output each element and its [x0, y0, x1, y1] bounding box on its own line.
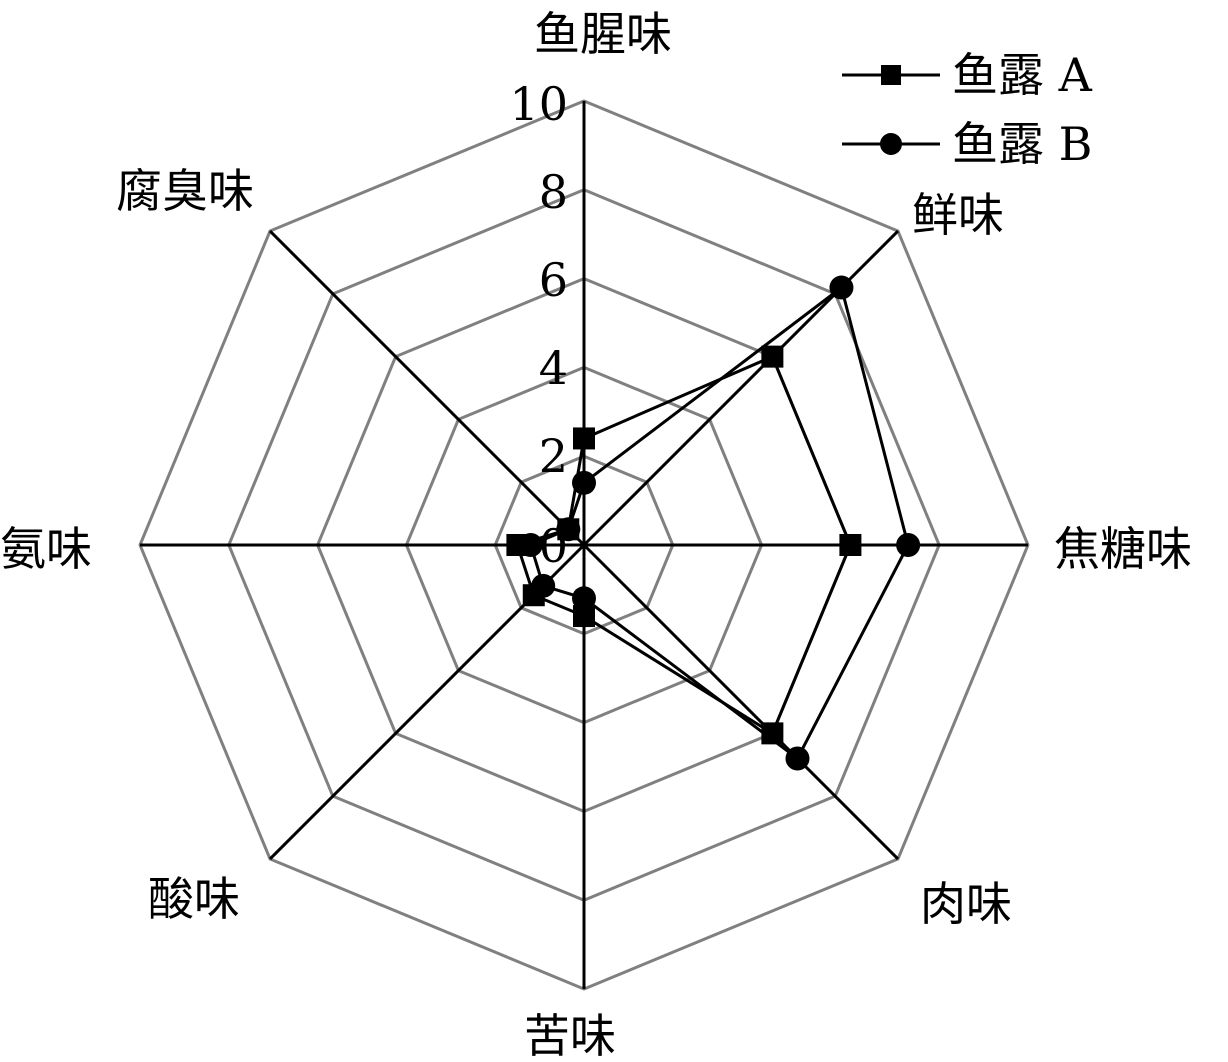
legend-square-marker [881, 65, 901, 85]
series-b-point-7 [556, 517, 581, 542]
tick-label-2: 2 [539, 429, 568, 483]
axis-spoke-7 [268, 229, 586, 547]
series-a-point-2 [839, 534, 862, 556]
series-b-point-4 [572, 586, 596, 611]
axis-label-caramel: 焦糖味 [1054, 522, 1192, 576]
tick-label-6: 6 [539, 253, 568, 307]
tick-layer: 0 2 4 6 8 10 [509, 77, 568, 573]
axis-label-bitter: 苦味 [524, 1009, 616, 1062]
legend-circle-marker [880, 133, 902, 155]
series-b [518, 275, 921, 771]
series-b-point-2 [896, 533, 921, 557]
series-b-point-3 [785, 746, 810, 771]
series-a-point-1 [761, 345, 784, 368]
spoke-layer [140, 101, 1028, 989]
series-a-point-0 [573, 427, 595, 450]
legend: 鱼露 A 鱼露 B [842, 48, 1093, 171]
legend-label-b: 鱼露 B [952, 117, 1092, 171]
axis-label-putrid: 腐臭味 [116, 164, 254, 218]
series-b-point-5 [531, 573, 556, 598]
tick-label-4: 4 [539, 341, 568, 395]
axis-label-fishy: 鱼腥味 [534, 7, 672, 61]
axis-label-layer: 鱼腥味 鲜味 焦糖味 肉味 苦味 酸味 氨味 腐臭味 [0, 7, 1192, 1062]
axis-label-ammonia: 氨味 [0, 522, 92, 576]
series-line-b [528, 285, 910, 761]
series-a-point-4 [573, 605, 595, 628]
series-a-point-3 [761, 722, 784, 745]
series-b-point-0 [572, 470, 596, 495]
legend-label-a: 鱼露 A [952, 48, 1093, 102]
series-b-point-6 [518, 533, 543, 557]
tick-label-10: 10 [509, 77, 568, 131]
axis-label-meaty: 肉味 [920, 877, 1012, 931]
axis-spoke-3 [582, 543, 900, 861]
tick-label-8: 8 [539, 165, 568, 219]
axis-label-sour: 酸味 [148, 872, 240, 926]
axis-label-umami: 鲜味 [912, 188, 1004, 242]
series-b-point-1 [829, 275, 854, 300]
series-layer [506, 275, 921, 771]
